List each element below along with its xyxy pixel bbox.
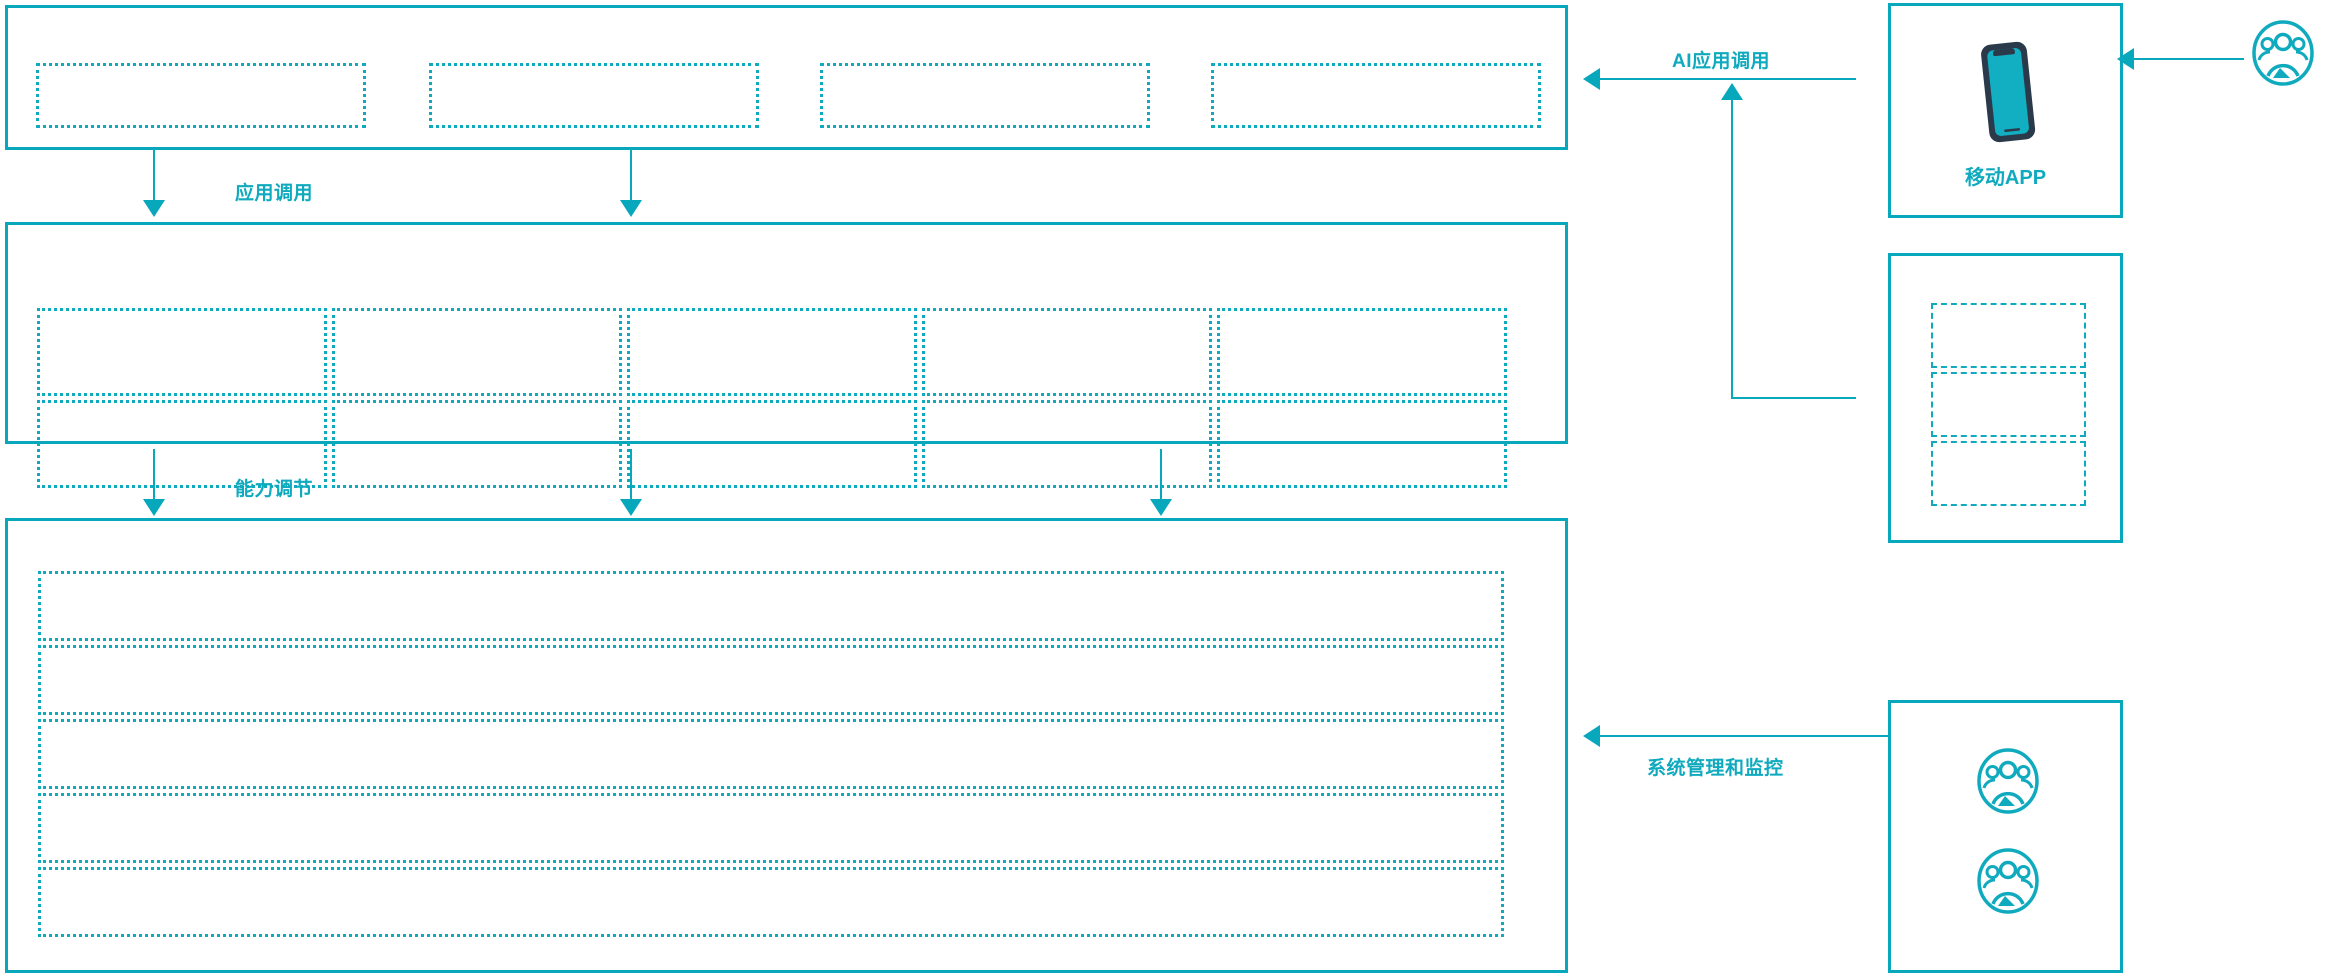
- channel-list-card[interactable]: [1888, 253, 2123, 543]
- capability-arrow-shaft-2: [630, 449, 632, 504]
- app-call-arrow-head-right: [620, 200, 642, 217]
- cap-r1-c1[interactable]: [37, 308, 327, 396]
- cap-r2-c1[interactable]: [37, 400, 327, 488]
- capability-arrow-shaft-3: [1160, 449, 1162, 504]
- application-layer-panel[interactable]: [5, 5, 1568, 150]
- cap-r1-c5[interactable]: [1217, 308, 1507, 396]
- ai-app-call-riser-shaft: [1731, 100, 1733, 398]
- cap-r2-c5[interactable]: [1217, 400, 1507, 488]
- channel-box-3[interactable]: [1931, 441, 2086, 506]
- app-box-1[interactable]: [36, 63, 366, 128]
- external-user-group-icon: [2252, 20, 2314, 86]
- capability-adjust-label: 能力调节: [235, 479, 314, 500]
- system-monitor-line: [1600, 735, 1888, 737]
- cap-r1-c3[interactable]: [627, 308, 917, 396]
- ai-app-call-line-horizontal: [1600, 78, 1856, 80]
- ai-app-call-riser-head: [1721, 83, 1743, 100]
- ai-app-call-label: AI应用调用: [1672, 51, 1771, 72]
- system-monitor-label: 系统管理和监控: [1647, 758, 1784, 779]
- mobile-app-label: 移动APP: [1964, 167, 2047, 189]
- external-user-arrow-head: [2117, 48, 2134, 70]
- capability-arrow-head-1: [143, 499, 165, 516]
- capability-layer-panel[interactable]: [5, 222, 1568, 488]
- cap-r2-c4[interactable]: [922, 400, 1212, 488]
- mobile-phone-icon: [1981, 41, 2036, 143]
- app-call-arrow-head-left: [143, 200, 165, 217]
- platform-row-3[interactable]: [38, 719, 1504, 789]
- app-call-arrow-shaft-right: [630, 150, 632, 205]
- users-card[interactable]: [1888, 700, 2123, 973]
- platform-row-1[interactable]: [38, 571, 1504, 641]
- external-user-arrow-line: [2134, 58, 2244, 60]
- platform-row-5[interactable]: [38, 867, 1504, 937]
- app-call-arrow-shaft-left: [153, 150, 155, 205]
- ai-app-call-arrow-head: [1583, 68, 1600, 90]
- channel-box-2[interactable]: [1931, 372, 2086, 437]
- capability-arrow-head-3: [1150, 499, 1172, 516]
- app-box-3[interactable]: [820, 63, 1150, 128]
- app-box-2[interactable]: [429, 63, 759, 128]
- capability-arrow-shaft-1: [153, 449, 155, 504]
- ai-app-call-riser-base: [1731, 397, 1856, 399]
- platform-row-2[interactable]: [38, 645, 1504, 715]
- app-call-label: 应用调用: [235, 183, 314, 204]
- cap-r1-c4[interactable]: [922, 308, 1212, 396]
- mobile-app-card[interactable]: 移动APP: [1888, 3, 2123, 218]
- system-monitor-arrow-head: [1583, 725, 1600, 747]
- cap-r2-c3[interactable]: [627, 400, 917, 488]
- user-group-icon-2: [1977, 848, 2039, 914]
- channel-box-1[interactable]: [1931, 303, 2086, 368]
- user-group-icon-1: [1977, 748, 2039, 814]
- cap-r2-c2[interactable]: [332, 400, 622, 488]
- platform-row-4[interactable]: [38, 793, 1504, 863]
- capability-arrow-head-2: [620, 499, 642, 516]
- app-box-4[interactable]: [1211, 63, 1541, 128]
- cap-r1-c2[interactable]: [332, 308, 622, 396]
- platform-layer-panel[interactable]: [5, 518, 1568, 973]
